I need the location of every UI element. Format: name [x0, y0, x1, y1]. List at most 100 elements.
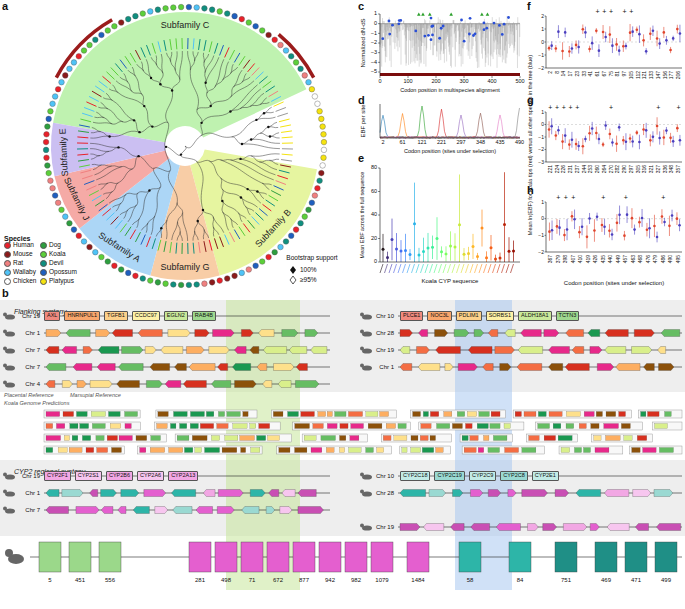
dnds-bar — [444, 24, 445, 63]
site-label: 379 — [556, 255, 561, 263]
ebf-point — [663, 221, 666, 224]
gene-count: 1484 — [411, 577, 424, 583]
gene-arrow — [269, 490, 279, 497]
dnds-bar — [398, 23, 399, 24]
gene-arrow — [213, 330, 235, 337]
dnds-bar — [422, 24, 423, 29]
leaf-tick — [277, 175, 287, 178]
dnds-bar — [426, 24, 427, 51]
gene-count: 84 — [517, 577, 524, 583]
leaf-tick — [111, 68, 119, 76]
chromosome-label: Chr 28 — [376, 330, 394, 336]
gene-arrow — [203, 490, 215, 497]
predicted-gene — [107, 436, 117, 441]
reference-label: Koala Genome Predictions — [4, 401, 69, 407]
error-bar — [639, 135, 640, 150]
tree-branch — [96, 112, 104, 118]
predicted-gene — [386, 424, 395, 429]
tick — [378, 238, 380, 239]
bootstrap-mark — [204, 82, 206, 84]
ebf-point — [645, 129, 648, 132]
gene-arrow — [474, 330, 484, 337]
dnds-bar — [450, 24, 451, 30]
legend-heading: Bootstrap support — [286, 255, 337, 262]
significance-mark: + — [656, 104, 660, 111]
bootstrap-mark — [133, 119, 135, 121]
predicted-gene — [479, 412, 490, 417]
error-bar — [585, 27, 586, 39]
dnds-bar — [518, 23, 519, 25]
mean-point — [391, 238, 394, 241]
gene-arrow — [289, 347, 307, 354]
site-label: 156 — [663, 71, 668, 79]
ebf-point — [649, 32, 652, 35]
tree-branch — [242, 77, 250, 82]
gene-arrow — [418, 364, 440, 371]
dnds-bar — [455, 24, 456, 38]
bootstrap-mark — [255, 119, 257, 121]
gene-count: 499 — [661, 577, 671, 583]
tree-branch — [193, 51, 195, 61]
gene-arrow — [46, 490, 59, 497]
tree-branch — [138, 191, 149, 193]
site-label: 398 — [563, 255, 568, 263]
tick-label: 2 — [541, 14, 544, 19]
species-dot — [315, 101, 321, 107]
sequence-stub — [443, 264, 446, 273]
scaffold — [527, 434, 578, 442]
dnds-bar — [514, 24, 515, 42]
tree-branch — [103, 191, 112, 194]
bootstrap-mark — [269, 135, 271, 137]
tree-branch — [240, 106, 250, 108]
tree-branch — [108, 109, 123, 122]
ebf-point — [676, 127, 679, 130]
tree-branch — [251, 139, 280, 143]
scaffold — [639, 410, 682, 418]
dnds-bar — [405, 24, 406, 55]
dnds-bar — [470, 22, 471, 24]
dnds-bar — [512, 24, 513, 45]
gene-arrow — [186, 347, 204, 354]
gene-arrow — [263, 381, 272, 388]
dnds-bar — [440, 20, 441, 23]
gene-arrow — [633, 490, 651, 497]
legend-text: Rat — [13, 260, 23, 267]
dnds-bar — [458, 24, 459, 57]
dnds-bar — [420, 24, 421, 64]
error-bar — [677, 124, 678, 132]
dnds-bar — [519, 24, 520, 57]
tree-branch — [139, 156, 155, 168]
dnds-bar — [492, 17, 493, 24]
tree-branch — [213, 227, 219, 235]
legend-text: Human — [13, 242, 34, 249]
species-dot — [319, 170, 325, 176]
ebf-point — [577, 46, 580, 49]
dnds-bar — [385, 24, 386, 63]
species-dot — [44, 155, 50, 161]
gene-arrow — [635, 524, 648, 531]
gene-arrow — [250, 490, 265, 497]
tick — [378, 191, 380, 192]
error-bar — [423, 238, 424, 262]
bootstrap-mark — [250, 138, 252, 140]
tree-branch — [206, 57, 219, 83]
synteny-map — [0, 300, 685, 590]
leaf-tick — [187, 38, 188, 49]
species-icon — [3, 364, 7, 368]
tree-branch — [113, 101, 134, 121]
species-dot — [140, 276, 146, 282]
tree-branch — [121, 194, 126, 203]
tree-branch — [165, 147, 171, 171]
error-bar — [632, 136, 633, 148]
dnds-bar — [494, 24, 495, 43]
site-label: 468 — [638, 255, 643, 263]
dnds-bar — [395, 21, 396, 24]
tick-label: 0 — [541, 216, 544, 221]
leaf-tick — [107, 72, 115, 80]
dnds-bar — [447, 24, 448, 37]
species-icon — [360, 490, 364, 494]
species-icon — [3, 330, 7, 334]
leaf-tick — [243, 60, 250, 69]
leaf-tick — [279, 119, 290, 122]
species-dot — [178, 282, 184, 288]
